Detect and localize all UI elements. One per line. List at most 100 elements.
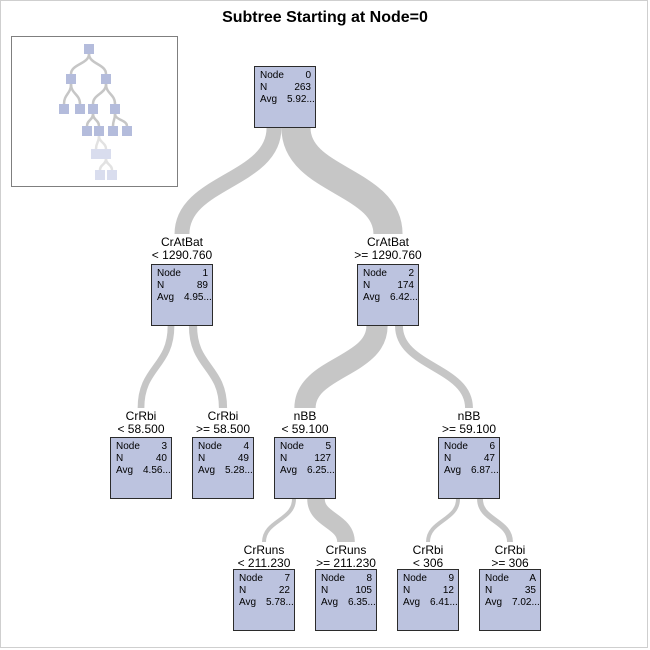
node-field-label: N [280,453,288,464]
split-condition: < 211.230 [237,556,291,570]
overview-link [91,113,101,127]
node-field-label: Node [485,573,509,584]
split-rule-node-7: CrRuns< 211.230 [214,544,314,570]
split-rule-node-6: nBB>= 59.100 [419,410,519,436]
overview-link [69,53,91,75]
node-field-value: 5.78... [266,597,294,608]
split-rule-node-A: CrRbi>= 306 [460,544,560,570]
node-field-value: 4.95... [184,292,212,303]
split-rule-node-5: nBB< 59.100 [255,410,355,436]
node-field-value: 1 [202,268,208,279]
tree-link-to-node-8 [307,497,355,544]
node-field-value: 174 [397,280,414,291]
node-field-value: 6.25... [307,465,335,476]
split-condition: >= 211.230 [316,556,376,570]
node-field-value: 5.92... [287,94,315,105]
node-field-label: Node [363,268,387,279]
overview-link [91,83,108,105]
node-field-value: 8 [366,573,372,584]
node-field-label: N [485,585,493,596]
split-variable: CrRbi [494,543,526,557]
overview-node [101,74,111,84]
node-field-label: Avg [260,94,278,105]
overview-node [101,149,111,159]
node-field-value: 6.35... [348,597,376,608]
split-condition: < 306 [412,556,444,570]
tree-link-to-node-5 [294,324,388,410]
overview-node [108,126,118,136]
node-field-value: A [529,573,536,584]
node-field-label: Avg [239,597,257,608]
tree-link-to-node-1 [174,127,282,235]
node-field-value: 105 [355,585,372,596]
overview-node [84,44,94,54]
node-field-value: 6.41... [430,597,458,608]
split-variable: nBB [293,409,317,423]
tree-link-to-node-A [477,498,513,543]
tree-overview-thumbnail[interactable] [11,36,178,187]
node-field-label: Node [280,441,304,452]
node-field-label: Avg [444,465,462,476]
node-field-label: N [198,453,206,464]
tree-link-to-node-3 [137,325,175,409]
node-field-label: N [321,585,329,596]
node-field-value: 6 [489,441,495,452]
node-field-label: N [260,82,268,93]
split-variable: CrRbi [125,409,157,423]
overview-link [97,135,108,150]
overview-link [113,113,129,127]
split-condition: < 58.500 [117,422,165,436]
node-field-value: 263 [294,82,311,93]
split-rule-node-8: CrRuns>= 211.230 [296,544,396,570]
overview-node [59,104,69,114]
node-field-value: 49 [237,453,249,464]
overview-node [91,149,101,159]
node-field-label: Avg [157,292,175,303]
node-field-label: N [116,453,124,464]
node-field-value: 5.28... [225,465,253,476]
split-rule-node-4: CrRbi>= 58.500 [173,410,273,436]
node-field-label: Avg [485,597,503,608]
overview-node [82,126,92,136]
node-field-value: 47 [483,453,495,464]
overview-node [75,104,85,114]
node-field-label: Node [198,441,222,452]
node-field-label: N [363,280,371,291]
node-field-value: 7.02... [512,597,540,608]
node-field-value: 0 [305,70,311,81]
node-field-label: Avg [363,292,381,303]
node-field-value: 3 [161,441,167,452]
node-field-value: 127 [314,453,331,464]
node-field-label: Avg [116,465,134,476]
node-field-label: Avg [321,597,339,608]
node-field-value: 40 [155,453,167,464]
split-rule-node-1: CrAtBat< 1290.760 [132,236,232,262]
node-field-value: 2 [408,268,414,279]
overview-node [95,170,105,180]
node-field-label: Node [444,441,468,452]
split-rule-node-9: CrRbi< 306 [378,544,478,570]
node-field-label: N [444,453,452,464]
split-variable: CrAtBat [160,235,203,249]
split-condition: < 59.100 [281,422,329,436]
node-field-value: 6.42... [390,292,418,303]
overview-link [62,83,73,105]
split-variable: CrRbi [207,409,239,423]
node-field-value: 5 [325,441,331,452]
node-field-label: Node [260,70,284,81]
node-field-label: Node [239,573,263,584]
node-field-label: Avg [198,465,216,476]
